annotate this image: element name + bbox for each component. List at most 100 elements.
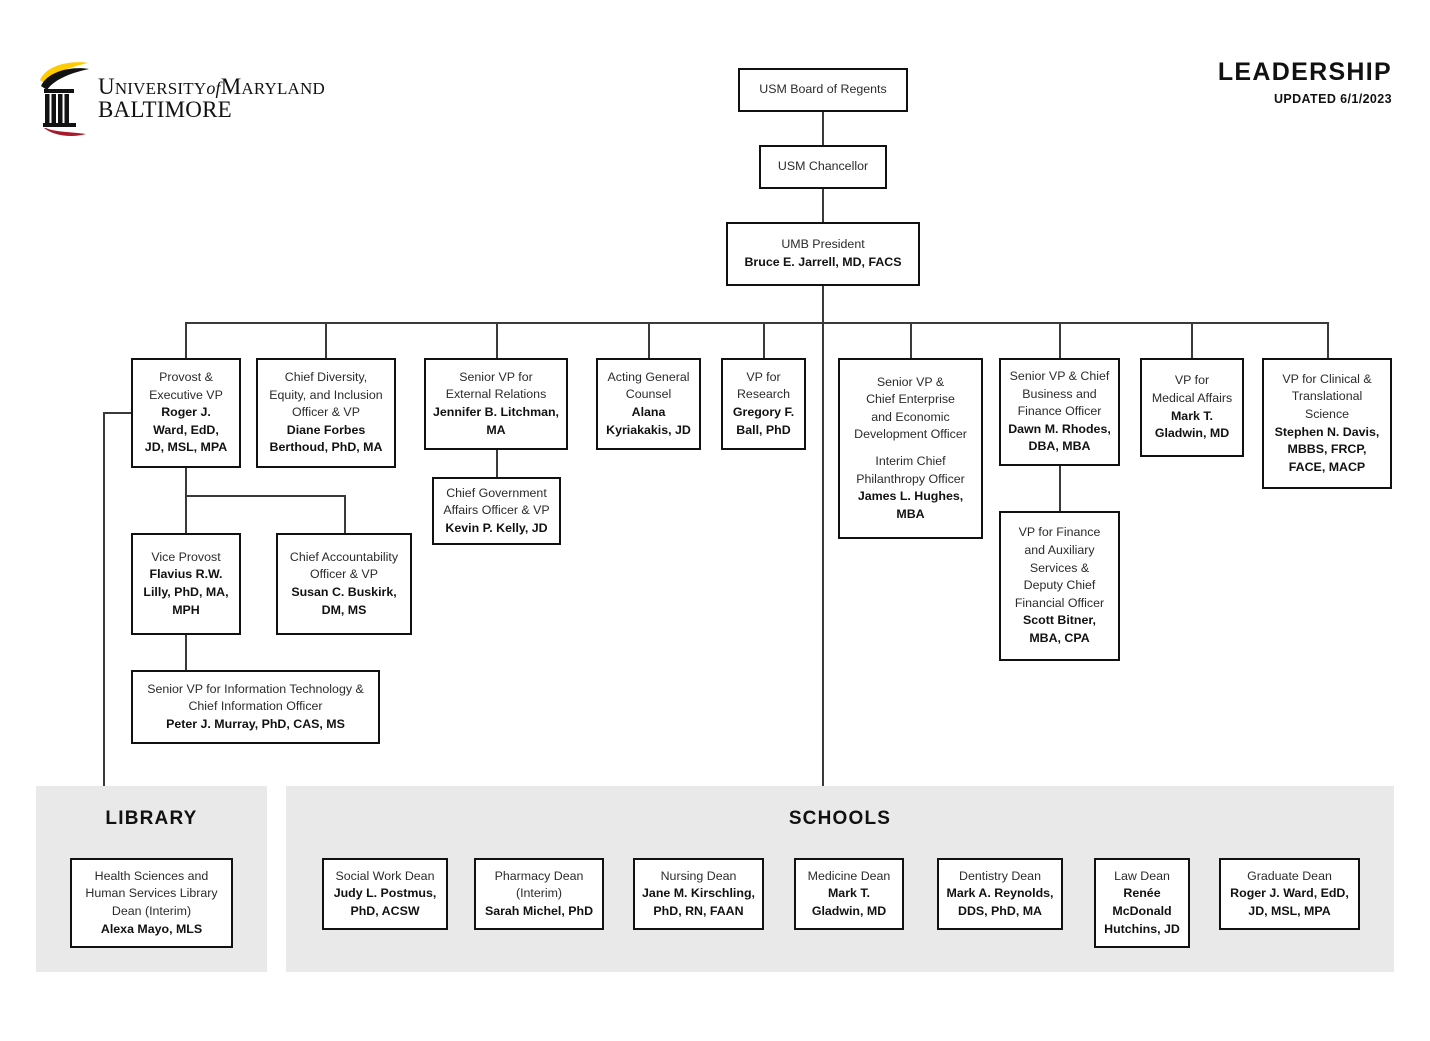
node-person: PhD, RN, FAAN (653, 903, 744, 918)
node-person: Berthoud, PhD, MA (269, 440, 383, 455)
connector-provost-subbus (185, 495, 345, 497)
node-umb-president[interactable]: UMB President Bruce E. Jarrell, MD, FACS (726, 222, 920, 286)
node-senior-vp-business-finance-officer[interactable]: Senior VP & Chief Business and Finance O… (999, 358, 1120, 466)
umb-logo: UNIVERSITYofMARYLAND BALTIMORE (36, 58, 336, 140)
node-usm-board-of-regents[interactable]: USM Board of Regents (738, 68, 908, 112)
node-person: JD, MSL, MPA (1248, 903, 1331, 918)
node-pharmacy-dean[interactable]: Pharmacy Dean (Interim) Sarah Michel, Ph… (474, 858, 604, 930)
logo-baltimore-rest: ALTIMORE (113, 97, 232, 122)
connector-provost-left-stub (103, 412, 135, 414)
node-chief-government-affairs-officer[interactable]: Chief Government Affairs Officer & VP Ke… (432, 477, 561, 545)
node-role: VP for (746, 369, 781, 384)
node-person: Peter J. Murray, PhD, CAS, MS (166, 716, 345, 731)
node-person: Ball, PhD (736, 422, 791, 437)
connector-bus-counsel (648, 322, 650, 358)
node-person: Gregory F. (732, 405, 795, 419)
node-role: Medical Affairs (1151, 390, 1233, 405)
node-role: VP for Clinical & (1282, 371, 1372, 386)
logo-baltimore-b: B (98, 97, 114, 122)
node-person: Flavius R.W. (149, 567, 223, 582)
node-person: Bruce E. Jarrell, MD, FACS (744, 255, 902, 269)
node-dentistry-dean[interactable]: Dentistry Dean Mark A. Reynolds, DDS, Ph… (937, 858, 1063, 930)
node-person: Jennifer B. Litchman, MA (433, 405, 559, 437)
node-role: UMB President (781, 237, 865, 252)
node-role: Philanthropy Officer (856, 471, 965, 486)
node-role: Nursing Dean (660, 868, 737, 883)
node-role: Research (736, 387, 791, 402)
node-health-sciences-library-dean[interactable]: Health Sciences and Human Services Libra… (70, 858, 233, 948)
node-role: Translational (1291, 389, 1363, 404)
connector-bus-external (496, 322, 498, 358)
node-senior-vp-information-technology[interactable]: Senior VP for Information Technology & C… (131, 670, 380, 744)
node-person: Susan C. Buskirk, (291, 585, 397, 599)
node-person: Roger J. (161, 405, 211, 420)
node-person: Renée (1123, 886, 1161, 901)
node-person: Dawn M. Rhodes, (1008, 421, 1111, 436)
node-vp-medical-affairs[interactable]: VP for Medical Affairs Mark T. Gladwin, … (1140, 358, 1244, 457)
node-person: Mark A. Reynolds, (946, 886, 1054, 901)
connector-provost-stem (185, 467, 187, 495)
connector-bus-diversity (325, 322, 327, 358)
node-person: Diane Forbes (286, 422, 366, 437)
node-role: Senior VP & Chief (1009, 368, 1110, 383)
node-vp-research[interactable]: VP for Research Gregory F. Ball, PhD (721, 358, 806, 450)
node-role: Senior VP for (459, 369, 533, 384)
node-role: (Interim) (515, 886, 563, 901)
node-role: Chief Enterprise (866, 392, 955, 407)
node-acting-general-counsel[interactable]: Acting General Counsel Alana Kyriakakis,… (596, 358, 701, 450)
node-chief-accountability-officer[interactable]: Chief Accountability Officer & VP Susan … (276, 533, 412, 635)
connector-finance-vpfinance (1059, 466, 1061, 511)
updated-date: UPDATED 6/1/2023 (1273, 92, 1392, 106)
node-person: Kyriakakis, JD (606, 422, 691, 437)
node-senior-vp-external-relations[interactable]: Senior VP for External Relations Jennife… (424, 358, 568, 450)
connector-external-govaffairs (496, 449, 498, 477)
node-role: Counsel (625, 387, 672, 402)
node-person: McDonald (1112, 904, 1172, 918)
node-person: MPH (172, 602, 200, 617)
node-role: Financial Officer (1014, 595, 1105, 610)
node-person: Roger J. Ward, EdD, (1230, 886, 1349, 901)
node-role: Acting General (607, 369, 690, 384)
connector-bus-clinical (1327, 322, 1329, 358)
node-role: Dean (Interim) (111, 904, 192, 918)
node-person: DBA, MBA (1028, 439, 1091, 454)
node-usm-chancellor[interactable]: USM Chancellor (759, 145, 887, 189)
node-person: FACE, MACP (1288, 459, 1366, 474)
node-role: Development Officer (854, 427, 967, 442)
node-graduate-dean[interactable]: Graduate Dean Roger J. Ward, EdD, JD, MS… (1219, 858, 1360, 930)
node-chief-diversity-officer[interactable]: Chief Diversity, Equity, and Inclusion O… (256, 358, 396, 468)
node-person: Alexa Mayo, MLS (100, 921, 203, 936)
node-role: Officer & VP (292, 405, 360, 420)
node-role: Medicine Dean (807, 868, 891, 883)
node-role: Chief Information Officer (188, 699, 323, 714)
node-vice-provost[interactable]: Vice Provost Flavius R.W. Lilly, PhD, MA… (131, 533, 241, 635)
node-nursing-dean[interactable]: Nursing Dean Jane M. Kirschling, PhD, RN… (633, 858, 764, 930)
node-law-dean[interactable]: Law Dean Renée McDonald Hutchins, JD (1094, 858, 1190, 948)
node-role: Chief Accountability (289, 549, 399, 564)
connector-subbus-accountability (344, 495, 346, 533)
connector-bus-provost (185, 322, 187, 358)
node-vp-finance-auxiliary-services[interactable]: VP for Finance and Auxiliary Services & … (999, 511, 1120, 661)
node-vp-clinical-translational-science[interactable]: VP for Clinical & Translational Science … (1262, 358, 1392, 489)
node-person: PhD, ACSW (350, 903, 420, 918)
library-panel-title: LIBRARY (105, 808, 198, 829)
node-role: Interim Chief (875, 454, 946, 468)
node-medicine-dean[interactable]: Medicine Dean Mark T. Gladwin, MD (794, 858, 904, 930)
logo-university-text: U (98, 74, 115, 99)
node-person: Jane M. Kirschling, (642, 886, 755, 901)
logo-maryland-m: M (220, 74, 242, 99)
connector-bus-businessfinance (1059, 322, 1061, 358)
node-senior-vp-chief-enterprise-officer[interactable]: Senior VP & Chief Enterprise and Economi… (838, 358, 983, 539)
node-role: USM Chancellor (777, 159, 869, 174)
node-social-work-dean[interactable]: Social Work Dean Judy L. Postmus, PhD, A… (322, 858, 448, 930)
node-role: and Auxiliary (1024, 542, 1095, 557)
node-person: DM, MS (321, 602, 367, 617)
node-provost-executive-vp[interactable]: Provost & Executive VP Roger J. Ward, Ed… (131, 358, 241, 468)
node-role: Pharmacy Dean (494, 868, 584, 883)
node-role: Business and (1022, 386, 1097, 401)
node-person: Stephen N. Davis, (1274, 424, 1380, 439)
node-role: Executive VP (149, 387, 223, 402)
connector-bus-enterprise (910, 322, 912, 358)
connector-president-bus (822, 285, 824, 323)
umb-shield-icon (40, 62, 89, 136)
